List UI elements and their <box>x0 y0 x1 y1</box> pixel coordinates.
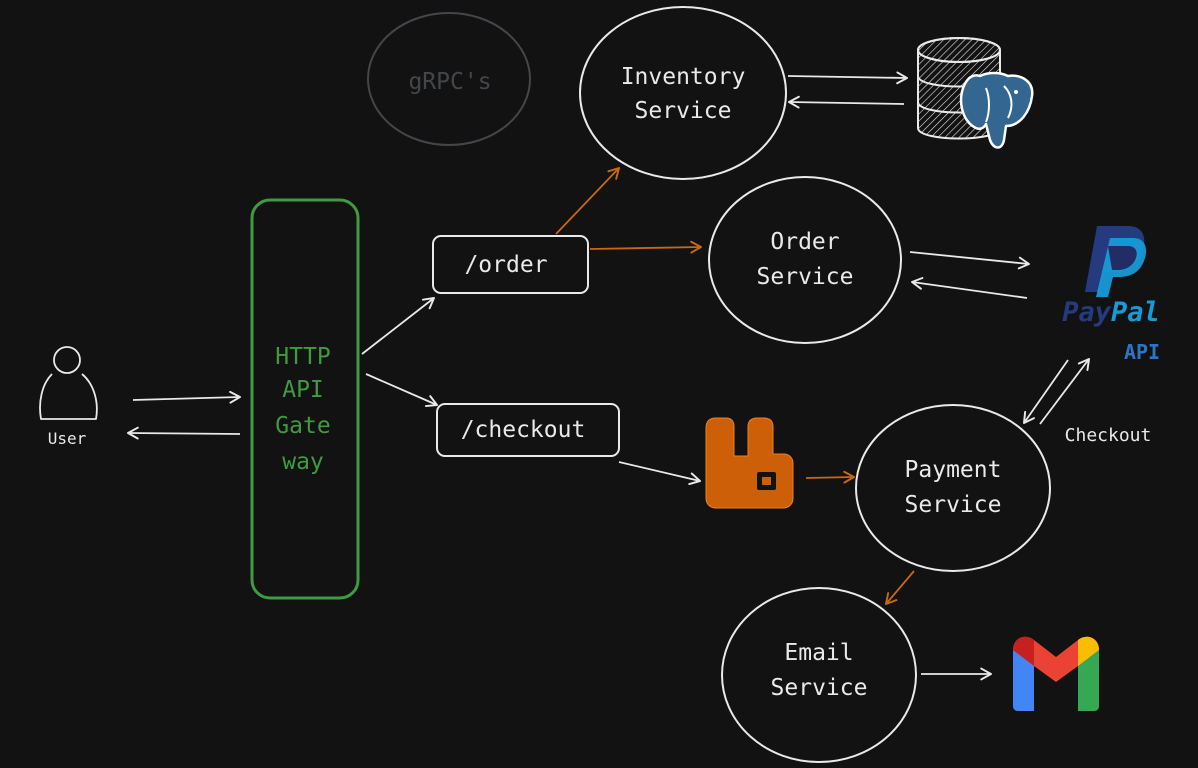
order-service-label-line-2: Service <box>757 264 854 290</box>
gateway-label-line-3: Gate <box>275 413 330 439</box>
inventory-service-label-line-2: Service <box>635 98 732 124</box>
grpc-group: gRPC's <box>367 12 531 146</box>
paypal-wordmark: PayPal <box>1062 297 1160 328</box>
arrow-order-route-to-order-service <box>589 240 702 254</box>
paypal-icon <box>1085 226 1147 297</box>
paypal-api-label: API <box>1124 340 1160 364</box>
gateway-label-line-2: API <box>282 377 324 403</box>
arrow-order-service-to-paypal <box>909 251 1030 270</box>
email-service-label-line-2: Service <box>771 675 868 701</box>
order-route: /order <box>432 235 589 294</box>
arrow-order-route-to-inventory <box>555 167 620 235</box>
postgresql-elephant-icon <box>959 71 1034 149</box>
arrow-gateway-to-order-route <box>361 297 435 355</box>
arrow-payment-to-email <box>885 570 915 605</box>
payment-service: Payment Service <box>855 404 1051 572</box>
checkout-route-label: /checkout <box>461 417 586 443</box>
inventory-service: Inventory Service <box>579 6 787 180</box>
user-icon <box>39 346 98 420</box>
email-service: Email Service <box>721 587 917 763</box>
database-icon <box>917 37 1001 140</box>
arrow-user-to-gateway <box>132 390 241 404</box>
gateway-label-line-1: HTTP <box>275 344 330 370</box>
rabbitmq-icon <box>705 417 794 509</box>
payment-service-label-line-2: Service <box>905 492 1002 518</box>
inventory-service-label-line-1: Inventory <box>621 64 746 90</box>
checkout-label: Checkout <box>1065 425 1152 446</box>
payment-service-label-line-1: Payment <box>905 457 1002 483</box>
arrow-gateway-to-user <box>127 426 241 440</box>
api-gateway: HTTP API Gate way <box>250 198 360 600</box>
database-group <box>917 37 1034 149</box>
arrow-paypal-to-payment <box>1023 359 1069 424</box>
grpc-label: gRPC's <box>408 69 491 95</box>
user-label: User <box>48 429 87 448</box>
paypal-wordmark-pay: Pay <box>1062 297 1112 328</box>
arrow-gateway-to-checkout-route <box>365 373 438 408</box>
order-route-label: /order <box>464 252 547 278</box>
arrow-checkout-route-to-rabbitmq <box>618 461 701 486</box>
arrow-database-to-inventory <box>788 95 905 109</box>
order-service-label-line-1: Order <box>770 229 839 255</box>
gmail-icon <box>1013 636 1099 711</box>
paypal-group: PayPal API <box>1062 226 1160 364</box>
email-service-label-line-1: Email <box>784 640 853 666</box>
arrow-inventory-to-database <box>787 71 908 85</box>
order-service: Order Service <box>708 176 902 344</box>
paypal-wordmark-pal: Pal <box>1111 297 1160 328</box>
arrow-payment-to-paypal <box>1039 358 1090 425</box>
arrow-paypal-to-order-service <box>911 277 1028 299</box>
checkout-route: /checkout <box>436 403 620 457</box>
user-node: User <box>39 346 98 448</box>
gateway-label-line-4: way <box>282 449 324 475</box>
arrow-rabbitmq-to-payment <box>805 470 855 484</box>
